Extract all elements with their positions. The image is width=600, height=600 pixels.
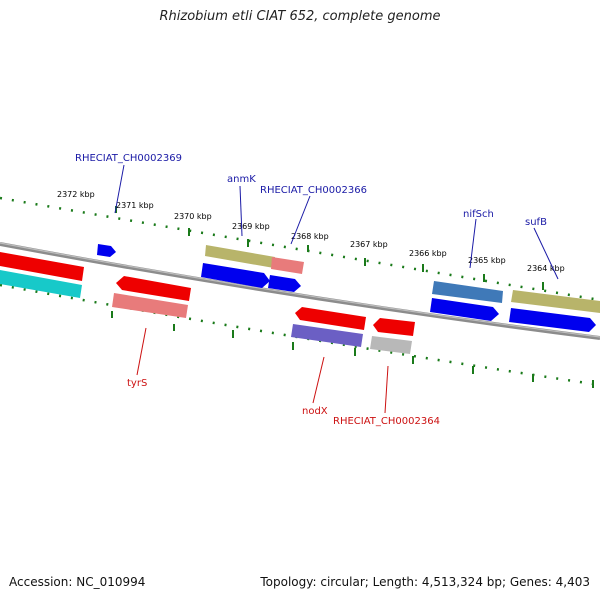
gene-label: anmK — [227, 174, 256, 185]
gene-feature — [373, 318, 415, 336]
tick-label: 2372 kbp — [57, 190, 95, 199]
gene-feature — [0, 252, 84, 281]
gene-feature — [112, 293, 188, 318]
tick-label: 2366 kbp — [409, 249, 447, 258]
gene-feature — [271, 257, 304, 274]
genome-backbone-highlight — [0, 242, 600, 338]
accession-info: Accession: NC_010994 — [9, 575, 146, 589]
tick-label: 2365 kbp — [468, 256, 506, 265]
gene-label: RHECIAT_CH0002364 — [333, 416, 440, 427]
label-leaders-bottom — [136, 327, 389, 414]
gene-feature — [432, 281, 503, 303]
gene-feature — [509, 308, 596, 332]
tick-label: 2371 kbp — [116, 201, 154, 210]
inner-tick-track — [0, 283, 600, 387]
gene-feature — [295, 307, 366, 330]
gene-label: RHECIAT_CH0002366 — [260, 185, 367, 196]
gene-feature — [291, 324, 363, 347]
gene-feature — [0, 270, 82, 298]
label-leaders-top — [114, 164, 559, 280]
gene-label: RHECIAT_CH0002369 — [75, 153, 182, 164]
major-ticks — [111, 206, 594, 388]
genome-backbone — [0, 242, 600, 340]
tick-label: 2368 kbp — [291, 232, 329, 241]
gene-label: nifSch — [463, 209, 494, 220]
gene-feature — [430, 298, 499, 321]
gene-feature — [370, 336, 412, 354]
gene-feature — [268, 275, 301, 292]
gene-feature — [205, 245, 275, 268]
gene-feature — [201, 263, 270, 288]
gene-feature — [511, 290, 600, 313]
gene-label: nodX — [302, 406, 328, 417]
outer-tick-track — [0, 196, 600, 302]
gene-label: sufB — [525, 217, 547, 228]
gene-label: tyrS — [127, 378, 147, 389]
gene-feature — [97, 244, 116, 257]
map-title: Rhizobium etli CIAT 652, complete genome — [159, 9, 441, 24]
tick-label: 2369 kbp — [232, 222, 270, 231]
genome-stats: Topology: circular; Length: 4,513,324 bp… — [260, 575, 590, 589]
tick-label: 2367 kbp — [350, 240, 388, 249]
tick-label: 2364 kbp — [527, 264, 565, 273]
tick-label: 2370 kbp — [174, 212, 212, 221]
gene-feature — [116, 276, 191, 301]
